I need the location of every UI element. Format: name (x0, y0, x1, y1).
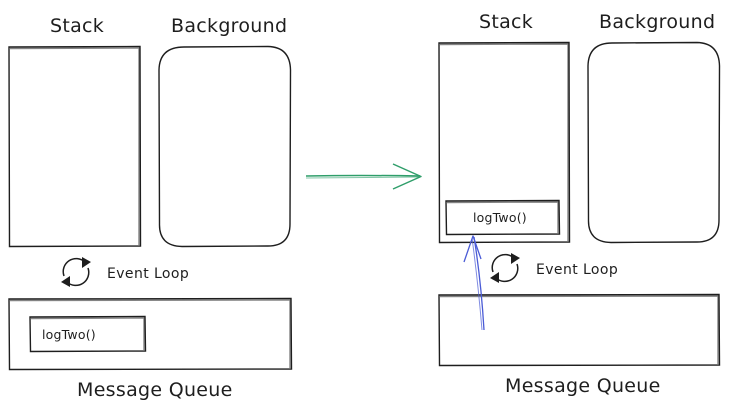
right-stack-item-box: logTwo() (445, 199, 561, 236)
left-event-loop-icon (61, 257, 91, 287)
left-queue-item-label: logTwo() (42, 327, 96, 342)
right-event-loop-icon (490, 253, 520, 283)
left-message-queue-box (8, 297, 293, 371)
right-event-loop-label: Event Loop (536, 262, 618, 278)
transition-arrow-icon (305, 163, 422, 190)
right-state: Stack Background logTwo() Event Loop (438, 11, 721, 397)
left-event-loop-label: Event Loop (107, 266, 189, 282)
right-background-label: Background (599, 11, 715, 33)
left-message-queue-label: Message Queue (77, 379, 233, 401)
left-queue-item-box: logTwo() (29, 315, 147, 353)
right-background-box (587, 41, 721, 244)
left-background-label: Background (171, 15, 287, 37)
right-message-queue-box (438, 293, 721, 367)
right-stack-label: Stack (479, 11, 533, 33)
right-stack-box (438, 41, 571, 244)
left-stack-box (8, 45, 142, 248)
move-arrow-icon (463, 235, 485, 331)
left-stack-label: Stack (50, 15, 104, 37)
left-state: Stack Background Event Loop logTwo() Mes… (8, 15, 293, 401)
right-message-queue-label: Message Queue (505, 375, 661, 397)
left-background-box (158, 45, 292, 248)
right-stack-item-label: logTwo() (473, 210, 527, 225)
